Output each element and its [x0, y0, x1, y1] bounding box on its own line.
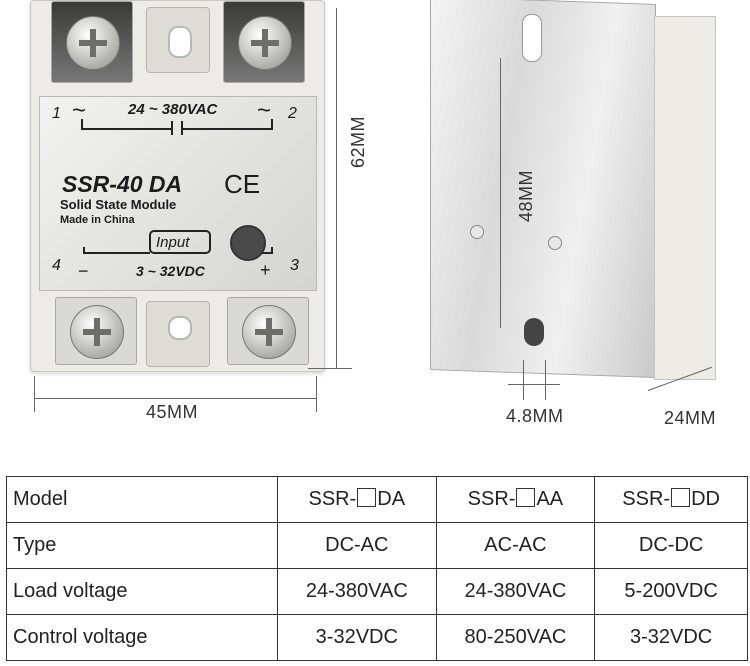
- model-prefix: SSR-: [467, 488, 516, 510]
- load-voltage-cell: 5-200VDC: [594, 568, 748, 615]
- row-header-model: Model: [6, 476, 278, 523]
- ac-tilde-left: ~: [72, 97, 87, 124]
- plus-sign: +: [260, 260, 271, 280]
- screw-icon: [238, 16, 292, 70]
- control-terminal-3: [227, 297, 309, 365]
- slot-dimension-line: [508, 384, 560, 385]
- terminal-2-label: 2: [288, 105, 297, 122]
- rivet: [470, 225, 484, 239]
- width-dimension-line: [34, 398, 316, 399]
- type-cell: DC-AC: [277, 522, 437, 569]
- model-suffix: DD: [691, 488, 720, 510]
- top-mounting-slot: [146, 7, 210, 73]
- origin-label: Made in China: [60, 214, 135, 226]
- type-cell: AC-AC: [435, 522, 596, 569]
- bottom-mounting-slot: [146, 301, 210, 367]
- table-row: Type DC-AC AC-AC DC-DC: [6, 522, 748, 569]
- table-row: Model SSR- DA SSR- AA SSR- DD: [6, 476, 748, 523]
- slot-width-dimension: 4.8MM: [506, 406, 564, 426]
- load-voltage-cell: 24-380VAC: [277, 568, 437, 615]
- model-suffix: DA: [377, 488, 406, 510]
- load-terminal-2: [223, 1, 305, 83]
- width-tick-left: [34, 376, 35, 412]
- model-cell: SSR- AA: [435, 476, 596, 523]
- type-cell: DC-DC: [594, 522, 748, 569]
- control-voltage-cell: 80-250VAC: [435, 614, 596, 661]
- hole-spacing-line: [500, 58, 501, 328]
- height-dimension-tick: [308, 368, 352, 369]
- module-description: Solid State Module: [60, 197, 177, 212]
- model-prefix: SSR-: [308, 488, 357, 510]
- hole-spacing-dimension: 48MM: [516, 169, 536, 222]
- model-prefix: SSR-: [622, 488, 671, 510]
- ce-mark: CE: [224, 169, 261, 199]
- row-header-control-voltage: Control voltage: [6, 614, 278, 661]
- mounting-hole: [168, 316, 192, 340]
- specification-table: Model SSR- DA SSR- AA SSR- DD Type DC-AC AC…: [6, 476, 748, 661]
- control-terminal-4: [55, 297, 137, 365]
- product-illustration: 1 ~ 24 ~ 380VAC ~ 2 SSR-40 DA CE Solid S…: [30, 0, 718, 428]
- rating-placeholder-box: [357, 488, 377, 507]
- model-name: SSR-40 DA: [62, 171, 183, 197]
- load-voltage-label: 24 ~ 380VAC: [128, 101, 218, 118]
- table-row: Control voltage 3-32VDC 80-250VAC 3-32VD…: [6, 614, 748, 661]
- height-dimension-line: [336, 8, 337, 368]
- ssr-front-view: 1 ~ 24 ~ 380VAC ~ 2 SSR-40 DA CE Solid S…: [30, 0, 325, 372]
- height-dimension: 62MM: [348, 115, 368, 168]
- ac-tilde-right: ~: [257, 97, 272, 124]
- screw-icon: [70, 305, 124, 359]
- row-header-load-voltage: Load voltage: [6, 568, 278, 615]
- input-label: Input: [156, 234, 190, 251]
- control-voltage-cell: 3-32VDC: [277, 614, 437, 661]
- model-cell: SSR- DA: [277, 476, 437, 523]
- control-voltage-label: 3 ~ 32VDC: [136, 263, 205, 279]
- aluminium-base-plate: [430, 0, 656, 378]
- width-dimension: 45MM: [146, 402, 199, 422]
- model-suffix: AA: [536, 488, 564, 510]
- load-voltage-cell: 24-380VAC: [435, 568, 596, 615]
- row-header-type: Type: [6, 522, 278, 569]
- ssr-side-view: [430, 0, 718, 388]
- depth-dimension: 24MM: [664, 408, 717, 428]
- terminal-4-label: 4: [52, 257, 61, 274]
- top-mounting-slot-side: [522, 14, 542, 62]
- bottom-mounting-slot-side: [524, 318, 544, 346]
- screw-icon: [66, 16, 120, 70]
- rivet: [548, 236, 562, 250]
- terminal-3-label: 3: [290, 257, 299, 274]
- rating-placeholder-box: [671, 488, 691, 507]
- mounting-hole: [168, 26, 192, 58]
- load-terminal-1: [51, 1, 133, 83]
- model-cell: SSR- DD: [594, 476, 748, 523]
- load-circuit-symbol: [81, 119, 273, 135]
- slot-tick-left: [523, 360, 524, 400]
- control-voltage-cell: 3-32VDC: [594, 614, 748, 661]
- screw-icon: [242, 305, 296, 359]
- slot-tick-right: [545, 360, 546, 400]
- rating-placeholder-box: [516, 488, 536, 507]
- status-led: [230, 225, 266, 261]
- table-row: Load voltage 24-380VAC 24-380VAC 5-200VD…: [6, 568, 748, 615]
- module-body-side: [654, 16, 716, 380]
- width-tick-right: [316, 376, 317, 412]
- terminal-1-label: 1: [52, 105, 61, 122]
- minus-sign: −: [78, 261, 89, 281]
- label-plate: 1 ~ 24 ~ 380VAC ~ 2 SSR-40 DA CE Solid S…: [39, 96, 317, 291]
